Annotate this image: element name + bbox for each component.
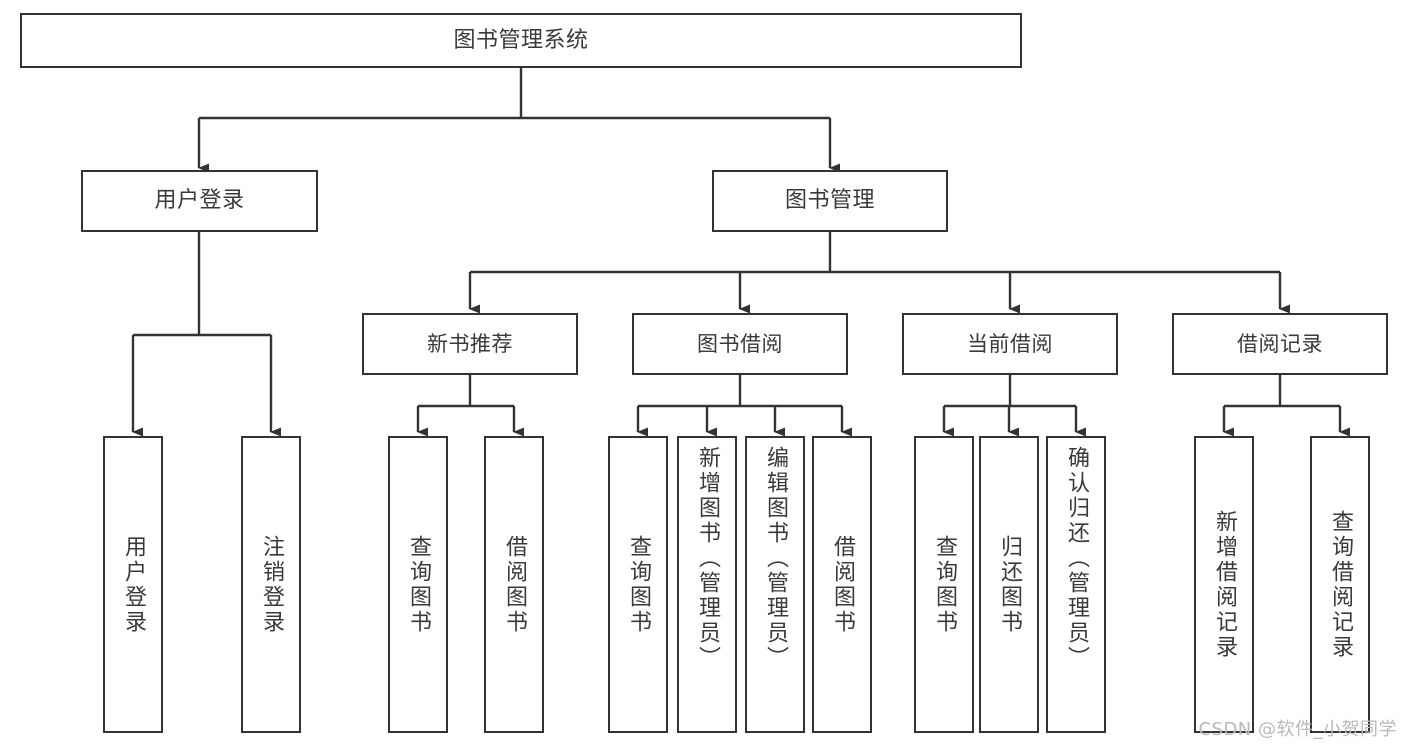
node-leaf-borrow-book-recommend[interactable]: 借阅图书 [484,436,544,733]
node-current-borrow[interactable]: 当前借阅 [902,313,1118,375]
node-label: 查询借阅记录 [1328,509,1353,660]
node-label: 图书管理系统 [453,27,589,53]
node-label: 新书推荐 [427,331,513,356]
node-root-system[interactable]: 图书管理系统 [20,13,1022,68]
node-label: 借阅图书 [830,534,855,635]
node-leaf-return-book[interactable]: 归还图书 [979,436,1039,733]
node-new-book-recommend[interactable]: 新书推荐 [362,313,578,375]
node-leaf-query-borrow-record[interactable]: 查询借阅记录 [1310,436,1370,733]
node-leaf-user-login[interactable]: 用户登录 [103,436,163,733]
node-label: 查询图书 [406,534,431,635]
node-leaf-query-book-recommend[interactable]: 查询图书 [388,436,448,733]
node-label: 查询图书 [932,534,957,635]
node-label: 用户登录 [154,188,245,214]
node-leaf-add-book-admin[interactable]: 新增图书（管理员） [677,436,737,733]
node-label: 新增借阅记录 [1212,509,1237,660]
node-leaf-logout[interactable]: 注销登录 [241,436,301,733]
node-label: 用户登录 [121,534,146,635]
node-label: 确认归还（管理员） [1064,446,1089,671]
node-label: 编辑图书（管理员） [763,446,788,671]
node-book-management[interactable]: 图书管理 [712,170,948,232]
node-book-borrow[interactable]: 图书借阅 [632,313,848,375]
node-leaf-add-borrow-record[interactable]: 新增借阅记录 [1194,436,1254,733]
node-label: 当前借阅 [967,331,1053,356]
node-label: 注销登录 [259,534,284,635]
node-leaf-confirm-return-admin[interactable]: 确认归还（管理员） [1046,436,1106,733]
node-label: 借阅图书 [502,534,527,635]
node-leaf-borrow-book[interactable]: 借阅图书 [812,436,872,733]
node-label: 图书管理 [784,188,875,214]
node-leaf-query-book-current[interactable]: 查询图书 [914,436,974,733]
watermark-text: CSDN @软件_小贺同学 [1198,719,1397,740]
node-label: 归还图书 [997,534,1022,635]
node-label: 图书借阅 [697,331,783,356]
node-leaf-edit-book-admin[interactable]: 编辑图书（管理员） [745,436,805,733]
node-label: 借阅记录 [1237,331,1323,356]
node-leaf-query-book-borrow[interactable]: 查询图书 [608,436,668,733]
node-user-login[interactable]: 用户登录 [81,170,318,232]
node-label: 查询图书 [626,534,651,635]
node-borrow-record[interactable]: 借阅记录 [1172,313,1388,375]
node-label: 新增图书（管理员） [695,446,720,671]
